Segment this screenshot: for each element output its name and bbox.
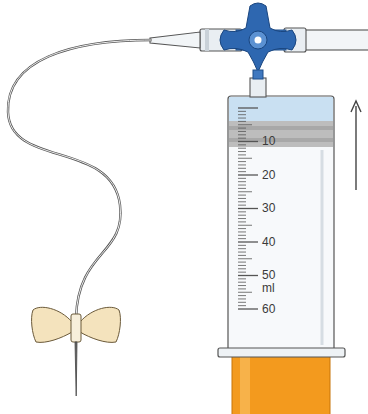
graduation-tick [238,225,252,226]
graduation-tick [238,198,246,199]
graduation-tick [238,218,246,219]
graduation-tick [238,111,246,112]
graduation-tick [238,292,252,293]
graduation-tick [238,241,258,242]
graduation-tick [238,128,246,129]
stopcock-handle [220,3,296,72]
graduation-tick [238,141,258,142]
graduation-tick [238,211,246,212]
graduation-tick [238,144,246,145]
graduation-tick [238,302,246,303]
graduation-tick [238,161,246,162]
tubing-adapter [150,32,200,48]
graduation-tick [238,285,246,286]
graduation-tick [238,208,258,209]
graduation-tick [238,252,246,253]
graduation-tick [238,238,246,239]
extension-tube [300,30,368,50]
blood-sample [229,97,333,121]
tubing [8,40,152,318]
graduation-tick [238,114,246,115]
tubing-lumen [8,40,152,318]
graduation-tick [238,118,246,119]
plunger-seal [229,121,333,147]
graduation-tick [238,131,246,132]
three-way-stopcock [220,3,296,79]
graduation-tick [238,185,246,186]
syringe-tip [250,78,266,97]
butterfly-wing [32,307,72,342]
graduation-ticks [238,108,258,309]
graduation-tick [238,107,258,108]
graduation-tick [238,164,246,165]
scale-number: 40 [262,236,275,249]
graduation-tick [238,258,252,259]
stopcock-hub [249,31,267,49]
graduation-tick [238,278,246,279]
syringe-flange [218,348,345,357]
scale-number: 30 [262,202,275,215]
graduation-tick [238,195,246,196]
graduation-tick [238,265,246,266]
graduation-tick [238,134,246,135]
graduation-tick [238,272,246,273]
arrow-head [351,101,361,112]
graduation-tick [238,181,246,182]
graduation-tick [238,305,246,306]
graduation-tick [238,215,246,216]
graduation-tick [238,255,246,256]
graduation-tick [238,295,246,296]
graduation-tick [238,298,246,299]
graduation-tick [238,275,258,276]
unit-label: ml [262,282,275,295]
graduation-tick [238,188,246,189]
seal-rib [229,138,333,142]
needle [75,342,77,396]
graduation-tick [238,121,246,122]
graduation-tick [238,205,246,206]
plunger-highlight [240,356,250,414]
syringe-barrel [228,96,334,352]
stopcock-port [253,70,263,79]
stopcock-center [255,37,262,44]
direction-arrow [355,106,356,190]
graduation-tick [238,174,258,175]
graduation-tick [238,124,252,125]
scale-number: 60 [262,303,275,316]
graduation-tick [238,148,246,149]
seal-rib [229,126,333,130]
connector-rib [205,29,209,51]
graduation-tick [238,221,246,222]
graduation-tick [238,231,246,232]
barrel-shine [321,150,324,345]
scale-number: 20 [262,169,275,182]
graduation-tick [238,178,246,179]
graduation-tick [238,171,246,172]
graduation-tick [238,235,246,236]
graduation-tick [238,282,246,283]
graduation-tick [238,138,246,139]
graduation-tick [238,248,246,249]
graduation-tick [238,268,246,269]
graduation-tick [238,288,246,289]
butterfly-hub [71,314,81,342]
graduation-tick [238,262,246,263]
graduation-tick [238,245,246,246]
scale-number: 10 [262,135,275,148]
plunger-rod [232,356,330,414]
graduation-tick [238,191,252,192]
graduation-tick [238,154,246,155]
graduation-tick [238,308,258,309]
butterfly-wing [80,307,120,342]
graduation-tick [238,151,246,152]
graduation-tick [238,228,246,229]
graduation-tick [238,158,252,159]
graduation-tick [238,168,246,169]
scale-number: 50 [262,269,275,282]
graduation-tick [238,201,246,202]
